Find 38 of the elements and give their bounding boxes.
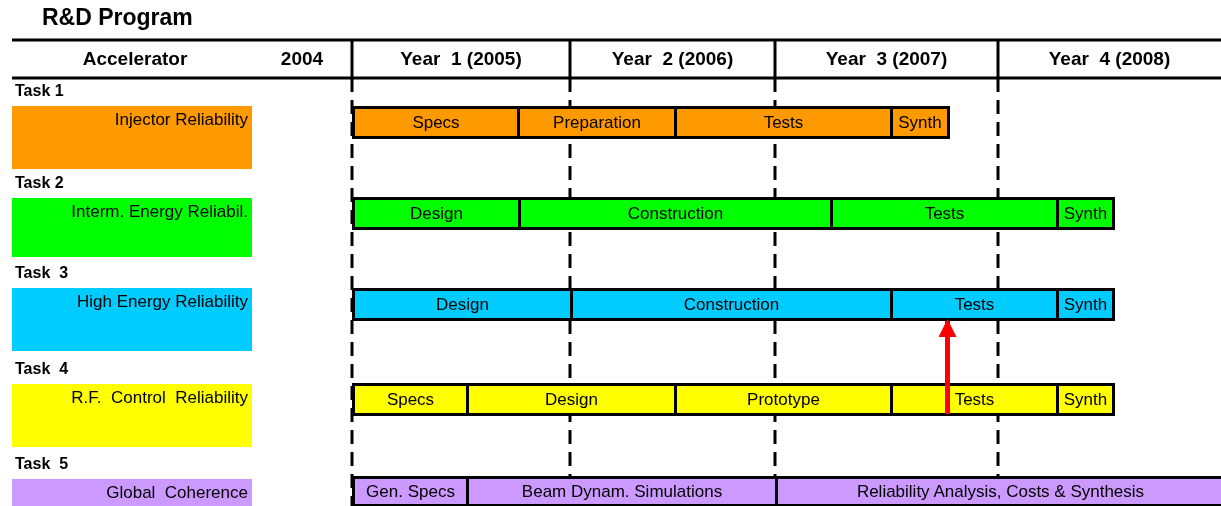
phase-bar: Specs	[352, 106, 520, 139]
phase-bar: Construction	[570, 288, 893, 321]
phase-bar: Tests	[674, 106, 893, 139]
task-box: Injector Reliability	[12, 106, 252, 169]
column-header: Year 4 (2008)	[1047, 48, 1172, 70]
phase-bar: Preparation	[517, 106, 677, 139]
task-box: Interm. Energy Reliabil.	[12, 198, 252, 257]
phase-bar: Tests	[890, 288, 1059, 321]
phase-bar: Reliability Analysis, Costs & Synthesis	[775, 476, 1221, 506]
task-heading: Task 5	[15, 455, 69, 473]
phase-bar: Prototype	[674, 383, 893, 416]
phase-bar: Gen. Specs	[352, 476, 469, 506]
phase-bar: Synth	[890, 106, 950, 139]
chart-title: R&D Program	[42, 4, 193, 31]
phase-bar: Design	[352, 197, 521, 230]
task-box: R.F. Control Reliability	[12, 384, 252, 447]
column-header: Year 2 (2006)	[610, 48, 735, 70]
column-header: Accelerator	[81, 48, 189, 70]
phase-bar: Tests	[830, 197, 1059, 230]
task-heading: Task 3	[15, 264, 69, 282]
phase-bar: Tests	[890, 383, 1059, 416]
column-header: Year 3 (2007)	[824, 48, 949, 70]
phase-bar: Beam Dynam. Simulations	[466, 476, 778, 506]
task-heading: Task 2	[15, 174, 64, 192]
phase-bar: Synth	[1056, 288, 1115, 321]
arrow	[938, 319, 957, 414]
task-box: Global Coherence	[12, 479, 252, 506]
phase-bar: Construction	[518, 197, 833, 230]
phase-bar: Design	[466, 383, 677, 416]
phase-bar: Specs	[352, 383, 469, 416]
column-header: Year 1 (2005)	[399, 48, 523, 70]
phase-bar: Synth	[1056, 383, 1115, 416]
phase-bar: Synth	[1056, 197, 1115, 230]
phase-bar: Design	[352, 288, 573, 321]
task-heading: Task 4	[15, 360, 69, 378]
task-box: High Energy Reliability	[12, 288, 252, 351]
column-header: 2004	[279, 48, 325, 70]
task-heading: Task 1	[15, 82, 64, 100]
